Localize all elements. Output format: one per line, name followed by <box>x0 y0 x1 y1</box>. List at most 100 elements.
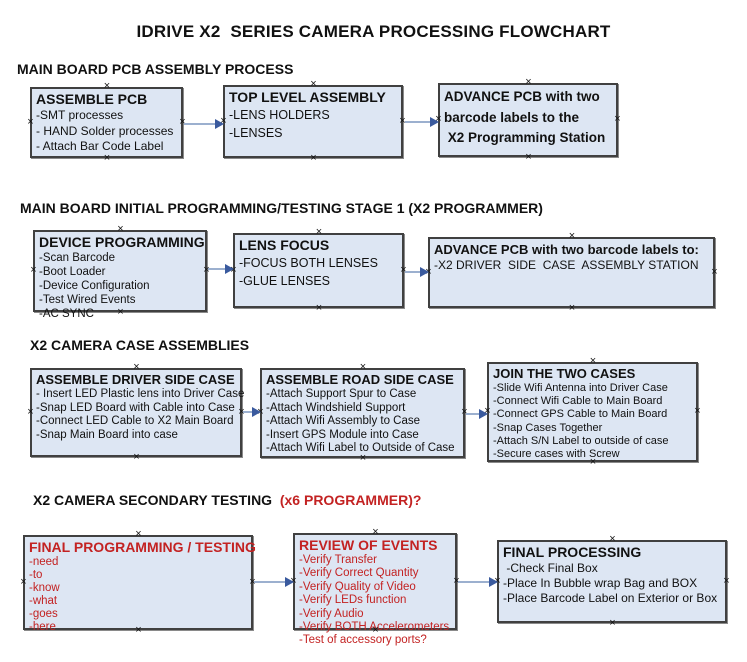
box-final-processing: FINAL PROCESSING -Check Final Box -Place… <box>497 540 727 623</box>
box-line: -Secure cases with Screw <box>493 448 620 461</box>
anchor-x-icon <box>132 363 141 372</box>
box-advance-pcb-programming-station: ADVANCE PCB with two barcode labels to t… <box>438 83 618 157</box>
anchor-x-icon <box>116 225 125 234</box>
flow-arrow <box>466 409 488 419</box>
box-line: -SMT processes <box>36 108 124 122</box>
box-line: -Connect Wifi Cable to Main Board <box>493 395 663 408</box>
anchor-x-icon <box>613 115 622 124</box>
section-heading-case-assemblies: X2 CAMERA CASE ASSEMBLIES <box>30 337 250 353</box>
section-heading-pcb-assembly: MAIN BOARD PCB ASSEMBLY PROCESS <box>17 61 294 77</box>
anchor-x-icon <box>315 304 324 313</box>
section-heading-secondary-testing: X2 CAMERA SECONDARY TESTING (x6 PROGRAMM… <box>33 492 421 508</box>
box-line: -Verify LEDs function <box>299 594 407 607</box>
box-line: -LENS HOLDERS <box>229 108 330 122</box>
box-assemble-pcb: ASSEMBLE PCB -SMT processes - HAND Solde… <box>30 87 183 158</box>
box-line: -Snap LED Board with Cable into Case <box>36 401 235 414</box>
box-assemble-driver-side-case: ASSEMBLE DRIVER SIDE CASE - Insert LED P… <box>30 368 245 457</box>
flow-arrow <box>243 407 261 417</box>
box-title: ADVANCE PCB with two barcode labels to: <box>434 242 699 257</box>
box-line: -Attach Wifi Label to Outside of Case <box>266 442 455 455</box>
box-title: FINAL PROCESSING <box>503 544 642 560</box>
box-title: ASSEMBLE DRIVER SIDE CASE <box>36 372 235 387</box>
box-line: X2 Programming Station <box>444 130 606 145</box>
box-lens-focus: LENS FOCUS -FOCUS BOTH LENSES -GLUE LENS… <box>233 233 404 308</box>
box-line: -Snap Main Board into case <box>36 428 178 441</box>
anchor-x-icon <box>722 577 731 586</box>
box-line: -Verify Correct Quantity <box>299 567 419 580</box>
anchor-x-icon <box>524 153 533 162</box>
box-top-level-assembly: TOP LEVEL ASSEMBLY -LENS HOLDERS -LENSES <box>223 85 403 158</box>
anchor-x-icon <box>103 82 112 91</box>
anchor-x-icon <box>399 266 408 275</box>
box-line: -Place In Bubble wrap Bag and BOX <box>503 576 698 590</box>
box-line: -Snap Cases Together <box>493 421 603 434</box>
anchor-x-icon <box>608 619 617 628</box>
anchor-x-icon <box>178 118 187 127</box>
box-line: -Verify Audio <box>299 607 364 620</box>
box-line: - Attach Bar Code Label <box>36 139 164 153</box>
box-line: -Place Barcode Label on Exterior or Box <box>503 591 718 605</box>
box-title: JOIN THE TWO CASES <box>493 366 636 381</box>
anchor-x-icon <box>309 154 318 163</box>
box-line: -to <box>29 569 43 581</box>
box-line: -Boot Loader <box>39 266 106 278</box>
box-review-of-events: REVIEW OF EVENTS -Verify Transfer -Verif… <box>293 533 457 646</box>
anchor-x-icon <box>568 304 577 313</box>
anchor-x-icon <box>693 407 702 416</box>
anchor-x-icon <box>359 363 368 372</box>
anchor-x-icon <box>26 408 35 417</box>
box-join-the-two-cases: JOIN THE TWO CASES -Slide Wifi Antenna i… <box>487 362 698 462</box>
box-line: -Check Final Box <box>503 561 598 575</box>
box-line: -X2 DRIVER SIDE CASE ASSEMBLY STATION <box>434 258 699 272</box>
box-line: -Test Wired Events <box>39 294 136 306</box>
box-title: ASSEMBLE ROAD SIDE CASE <box>266 372 454 387</box>
flow-arrow <box>208 264 234 274</box>
box-line: -Connect LED Cable to X2 Main Board <box>36 415 234 428</box>
box-title: DEVICE PROGRAMMING <box>39 234 205 250</box>
box-line: -AC SYNC <box>39 308 94 320</box>
box-line: -Scan Barcode <box>39 252 116 264</box>
box-line: -Verify BOTH Accelerometers <box>299 621 450 634</box>
anchor-x-icon <box>19 578 28 587</box>
flow-arrow <box>405 267 429 277</box>
anchor-x-icon <box>371 528 380 537</box>
box-line: - Insert LED Plastic lens into Driver Ca… <box>36 388 245 400</box>
anchor-x-icon <box>132 453 141 462</box>
anchor-x-icon <box>29 266 38 275</box>
box-line: -Attach Wifi Assembly to Case <box>266 415 421 428</box>
box-advance-pcb-driver-side-station: ADVANCE PCB with two barcode labels to: … <box>428 237 715 308</box>
anchor-x-icon <box>608 535 617 544</box>
box-line: -what <box>29 595 58 607</box>
box-line: -here <box>29 621 56 633</box>
anchor-x-icon <box>315 228 324 237</box>
box-line: -Attach Windshield Support <box>266 401 406 414</box>
box-line: -Verify Quality of Video <box>299 580 416 593</box>
box-line: -Attach Support Spur to Case <box>266 388 417 400</box>
box-line: -Device Configuration <box>39 280 150 292</box>
anchor-x-icon <box>26 118 35 127</box>
anchor-x-icon <box>134 530 143 539</box>
box-assemble-road-side-case: ASSEMBLE ROAD SIDE CASE -Attach Support … <box>260 368 465 458</box>
anchor-x-icon <box>710 268 719 277</box>
box-device-programming: DEVICE PROGRAMMING -Scan Barcode -Boot L… <box>33 230 207 320</box>
flow-arrow <box>405 117 439 127</box>
box-title: ASSEMBLE PCB <box>36 91 148 107</box>
flow-arrow <box>458 577 498 587</box>
box-line: -Connect GPS Cable to Main Board <box>493 408 668 421</box>
page-title: IDRIVE X2 SERIES CAMERA PROCESSING FLOWC… <box>136 22 611 41</box>
box-line: -Slide Wifi Antenna into Driver Case <box>493 382 668 394</box>
box-title: LENS FOCUS <box>239 237 330 253</box>
flow-arrow <box>184 119 224 129</box>
box-line: - HAND Solder processes <box>36 123 174 138</box>
anchor-x-icon <box>568 232 577 241</box>
box-line: -need <box>29 556 59 568</box>
anchor-x-icon <box>309 80 318 89</box>
box-title: TOP LEVEL ASSEMBLY <box>229 89 386 105</box>
box-line: ADVANCE PCB with two <box>444 89 600 104</box>
box-title: FINAL PROGRAMMING / TESTING <box>29 539 256 555</box>
heading-red-part: (x6 PROGRAMMER)? <box>275 492 422 508</box>
box-line: -Attach S/N Label to outside of case <box>493 434 669 447</box>
box-line: -FOCUS BOTH LENSES <box>239 256 378 270</box>
box-line: -Verify Transfer <box>299 554 377 566</box>
anchor-x-icon <box>589 357 598 366</box>
